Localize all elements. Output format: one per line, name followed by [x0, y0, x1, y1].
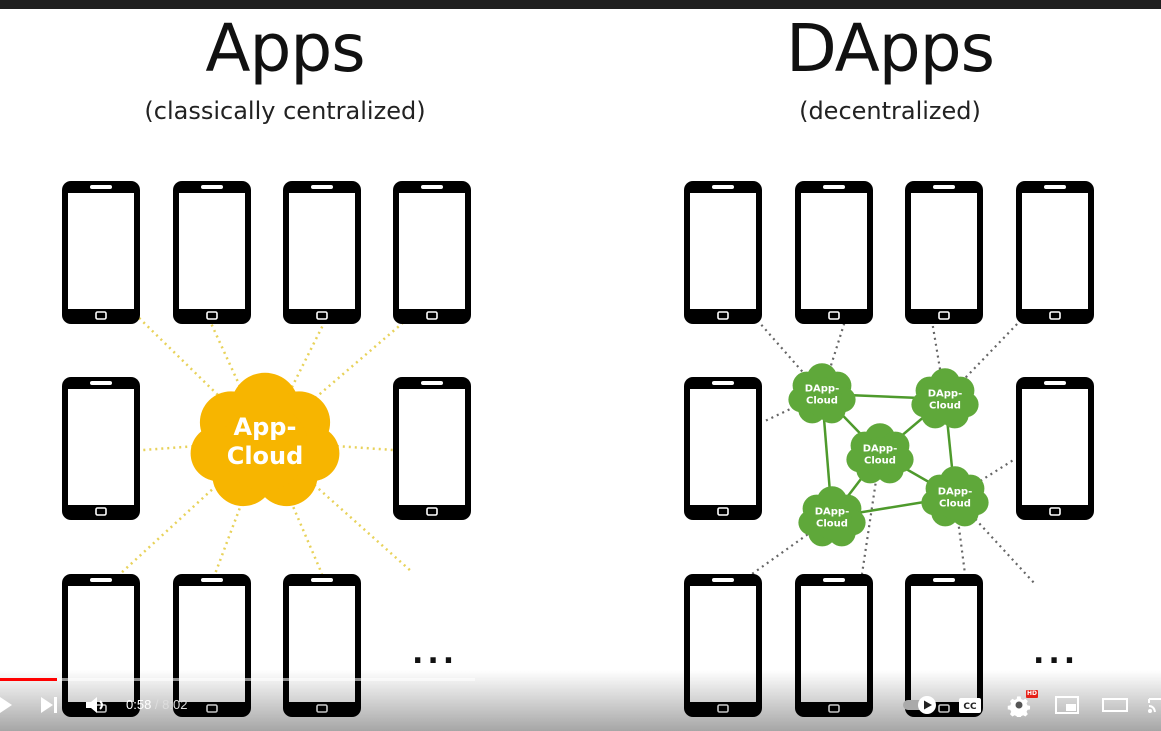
mute-button[interactable] [84, 694, 108, 716]
cloud-label: DApp- [928, 389, 963, 400]
dapps-subtitle: (decentralized) [799, 97, 981, 125]
dapp-cloud-icon: DApp-Cloud [846, 423, 914, 484]
captions-icon: CC [959, 698, 981, 713]
dapp-cloud-icon: DApp-Cloud [798, 486, 866, 547]
theater-mode-button[interactable] [1101, 694, 1129, 716]
phone-icon [173, 574, 251, 717]
cloud-label: DApp- [805, 384, 840, 395]
phone-icon [684, 181, 762, 324]
cloud-label: Cloud [939, 499, 971, 510]
captions-button[interactable]: CC [958, 695, 982, 715]
phone-icon [684, 377, 762, 520]
more-phones-right: ... [1033, 636, 1080, 671]
dotted-link [860, 453, 882, 575]
phone-icon [62, 377, 140, 520]
dotted-link [119, 440, 266, 575]
cast-icon [1148, 698, 1161, 713]
phone-icon [684, 574, 762, 717]
phone-icon [393, 181, 471, 324]
clouds: App-CloudDApp-CloudDApp-CloudDApp-CloudD… [190, 363, 989, 547]
phones [62, 181, 1094, 717]
settings-button[interactable] [1007, 693, 1031, 717]
dotted-link [208, 320, 267, 442]
phone-icon [795, 181, 873, 324]
cloud-label: App- [234, 413, 297, 441]
autoplay-toggle-icon [903, 696, 936, 714]
phone-icon [1016, 377, 1094, 520]
next-icon [41, 697, 57, 713]
hd-badge: HD [1026, 690, 1038, 698]
settings-icon [1007, 696, 1031, 717]
dapp-cloud-icon: DApp-Cloud [788, 363, 856, 424]
phone-icon [905, 181, 983, 324]
time-display: 0:58 / 8:02 [126, 697, 188, 712]
apps-subtitle: (classically centralized) [144, 97, 426, 125]
captions-label: CC [963, 702, 977, 712]
phone-icon [283, 181, 361, 324]
phone-icon [905, 574, 983, 717]
miniplayer-icon [1055, 696, 1079, 714]
cloud-label: Cloud [806, 396, 838, 407]
more-phones-left: ... [412, 636, 459, 671]
phone-icon [173, 181, 251, 324]
cast-button[interactable] [1147, 694, 1161, 716]
dapp-cloud-icon: DApp-Cloud [921, 466, 989, 527]
dotted-link [757, 320, 823, 395]
play-button[interactable] [0, 694, 14, 716]
progress-bar[interactable] [0, 678, 475, 681]
progress-played [0, 678, 57, 681]
phone-icon [393, 377, 471, 520]
cloud-label: Cloud [929, 401, 961, 412]
top-bar [0, 0, 1161, 9]
cloud-label: DApp- [938, 487, 973, 498]
dapp-cloud-icon: DApp-Cloud [911, 368, 979, 429]
cloud-label: Cloud [227, 442, 304, 470]
volume-icon [86, 697, 103, 713]
next-button[interactable] [38, 694, 60, 716]
play-icon [0, 697, 12, 713]
phone-icon [62, 574, 140, 717]
theater-mode-icon [1102, 698, 1128, 712]
dotted-link [263, 320, 327, 442]
apps-title: Apps [205, 10, 365, 87]
cloud-label: Cloud [864, 456, 896, 467]
phone-icon [1016, 181, 1094, 324]
cloud-label: Cloud [816, 519, 848, 530]
phone-icon [62, 181, 140, 324]
phone-icon [283, 574, 361, 717]
phone-icon [795, 574, 873, 717]
dotted-link [751, 516, 833, 575]
cloud-label: DApp- [863, 444, 898, 455]
cloud-label: DApp- [815, 507, 850, 518]
dapps-title: DApps [786, 10, 995, 87]
miniplayer-button[interactable] [1054, 694, 1080, 716]
app-cloud-icon: App-Cloud [190, 372, 340, 507]
apps-vs-dapps-diagram: App-CloudDApp-CloudDApp-CloudDApp-CloudD… [62, 181, 1094, 717]
autoplay-toggle[interactable] [902, 695, 940, 715]
